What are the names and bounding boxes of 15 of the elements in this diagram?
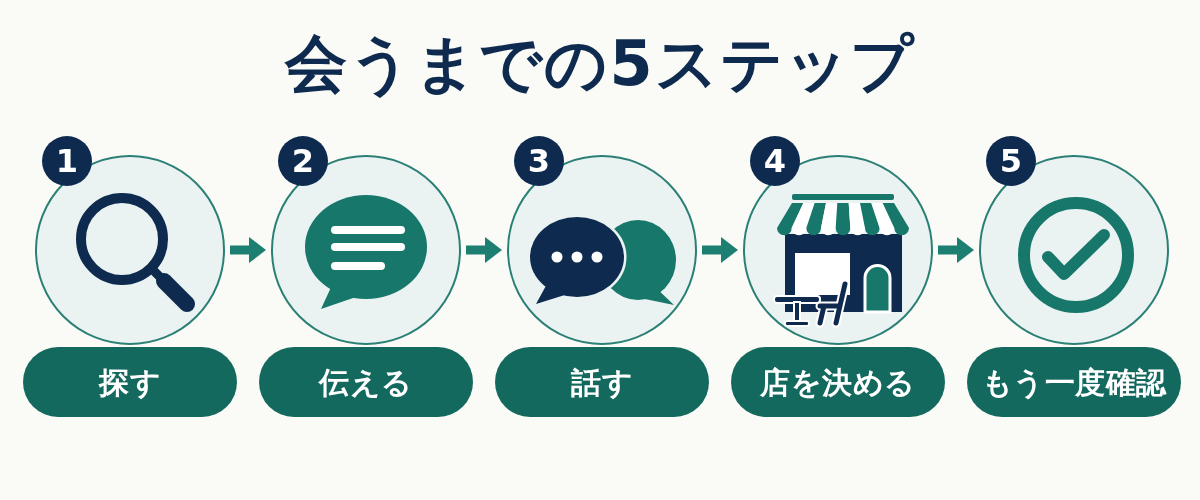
- step-label: 店を決める: [731, 347, 945, 417]
- step-label: 探す: [23, 347, 237, 417]
- step-label: 話す: [495, 347, 709, 417]
- title: 会うまでの5ステップ: [285, 26, 915, 102]
- step-number: 1: [42, 136, 92, 186]
- step-number: 3: [514, 136, 564, 186]
- step-number: 4: [750, 136, 800, 186]
- step-label: もう一度確認: [967, 347, 1181, 417]
- arrow: [938, 237, 974, 263]
- step-label: 伝える: [259, 347, 473, 417]
- step-number: 5: [986, 136, 1036, 186]
- arrow: [230, 237, 266, 263]
- arrow: [702, 237, 738, 263]
- step-number: 2: [278, 136, 328, 186]
- arrow: [466, 237, 502, 263]
